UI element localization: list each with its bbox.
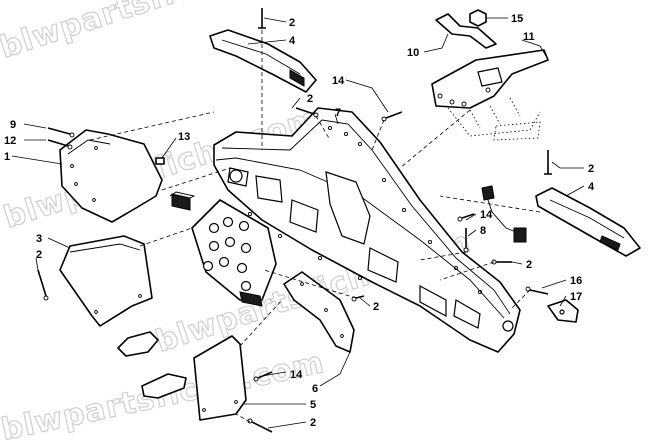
callout-14-bottom: 14: [290, 369, 303, 381]
part-17-tab: [547, 299, 579, 323]
assembly-lines: [89, 30, 541, 423]
part-5-front-panel: [141, 335, 247, 421]
callout-13: 13: [178, 131, 190, 143]
callout-2-right: 2: [588, 163, 594, 175]
callout-4-top: 4: [289, 35, 296, 47]
callout-10: 10: [407, 47, 419, 59]
callout-1: 1: [4, 151, 10, 163]
main-chassis-panel: [213, 107, 521, 353]
callout-6: 6: [312, 383, 318, 395]
callout-2-lowright: 2: [526, 259, 532, 271]
part-4-top-rail: [209, 29, 317, 93]
callout-5: 5: [310, 399, 316, 411]
callout-3: 3: [36, 233, 42, 245]
callout-8: 8: [480, 225, 486, 237]
callout-12: 12: [4, 135, 16, 147]
fasteners: [37, 8, 552, 433]
part-3-lower-shield: [59, 235, 159, 357]
callout-2-left: 2: [36, 249, 42, 261]
callouts: 2 4 15 10 11 14 2 7 9 12 1 13 2 4 14 8 3…: [4, 13, 595, 429]
callout-11: 11: [523, 31, 535, 43]
part-11-top-plate: [431, 49, 549, 141]
callout-2-bottom: 2: [310, 417, 316, 429]
part-10-bracket: [435, 13, 497, 49]
callout-7: 7: [335, 107, 341, 119]
callout-14-right: 14: [480, 209, 493, 221]
callout-9: 9: [10, 119, 16, 131]
part-15-nut: [469, 9, 487, 27]
leader-lines: [11, 17, 585, 429]
callout-2-center: 2: [373, 301, 379, 313]
callout-14-top: 14: [332, 75, 345, 87]
part-1-side-panel: [59, 129, 196, 223]
callout-2-mid: 2: [307, 93, 313, 105]
part-4-right-rail: [535, 187, 641, 257]
callout-15: 15: [511, 13, 523, 25]
skid-plate: [191, 199, 277, 307]
callout-17: 17: [570, 291, 582, 303]
part-8-switch: [481, 185, 527, 243]
callout-16: 16: [570, 275, 582, 287]
callout-4-right: 4: [588, 181, 595, 193]
callout-2-top: 2: [289, 17, 295, 29]
